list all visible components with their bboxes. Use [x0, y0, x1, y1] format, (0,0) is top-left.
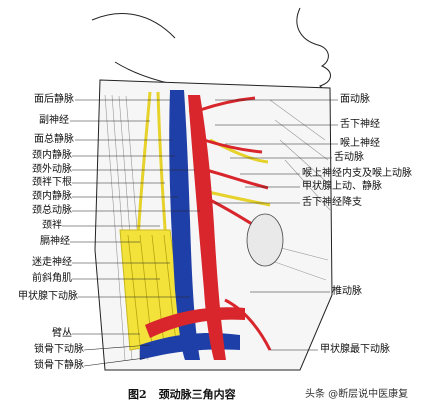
figure-title: 颈动脉三角内容 [158, 388, 236, 401]
label-vertebral-artery: 椎动脉 [332, 286, 362, 297]
subclavian-artery [145, 307, 245, 338]
label-superior-thyroid-vessels: 甲状腺上动、静脉 [302, 181, 382, 192]
watermark: 头条 @断层说中医康复 [305, 389, 409, 400]
label-phrenic-nerve: 膈神经 [40, 236, 70, 247]
leader-lines-right [215, 99, 338, 351]
label-subclavian-artery: 锁骨下动脉 [34, 344, 84, 355]
label-accessory-nerve: 副神经 [39, 115, 69, 126]
figure-caption: 图2 颈动脉三角内容 [128, 386, 248, 402]
label-hypoglossal-nerve: 舌下神经 [340, 119, 380, 130]
figure-number: 图2 [128, 388, 147, 401]
common-carotid-artery [188, 95, 226, 360]
label-common-carotid-artery: 颈总动脉 [32, 205, 72, 216]
label-thyroid-ima-artery: 甲状腺最下动脉 [320, 344, 390, 355]
label-anterior-scalene: 前斜角肌 [32, 273, 72, 284]
label-brachial-plexus: 臂丛 [52, 328, 72, 339]
label-internal-jugular-vein-1: 颈内静脉 [32, 150, 72, 161]
label-external-carotid-artery: 颈外动脉 [32, 164, 72, 175]
label-lingual-artery: 舌动脉 [334, 152, 364, 163]
label-ansa-inferior-root: 颈袢下根 [32, 177, 72, 188]
label-inferior-thyroid-artery: 甲状腺下动脉 [18, 291, 78, 302]
label-laryngeal-internal-branch: 喉上神经内支及喉上动脉 [302, 168, 412, 179]
label-ansa-cervicalis: 颈袢 [42, 220, 62, 231]
label-common-facial-vein: 面总静脉 [34, 134, 74, 145]
label-superior-laryngeal-nerve: 喉上神经 [340, 138, 380, 149]
label-internal-jugular-vein-2: 颈内静脉 [32, 191, 72, 202]
thyroid-gland [246, 213, 284, 267]
internal-jugular-vein [169, 90, 200, 360]
label-posterior-facial-vein: 面后静脉 [34, 94, 74, 105]
leader-lines-left [62, 99, 200, 367]
label-subclavian-vein: 锁骨下静脉 [34, 360, 84, 371]
label-hypoglossal-descending-branch: 舌下神经降支 [302, 197, 362, 208]
label-facial-artery: 面动脉 [340, 94, 370, 105]
label-vagus-nerve: 迷走神经 [32, 257, 72, 268]
